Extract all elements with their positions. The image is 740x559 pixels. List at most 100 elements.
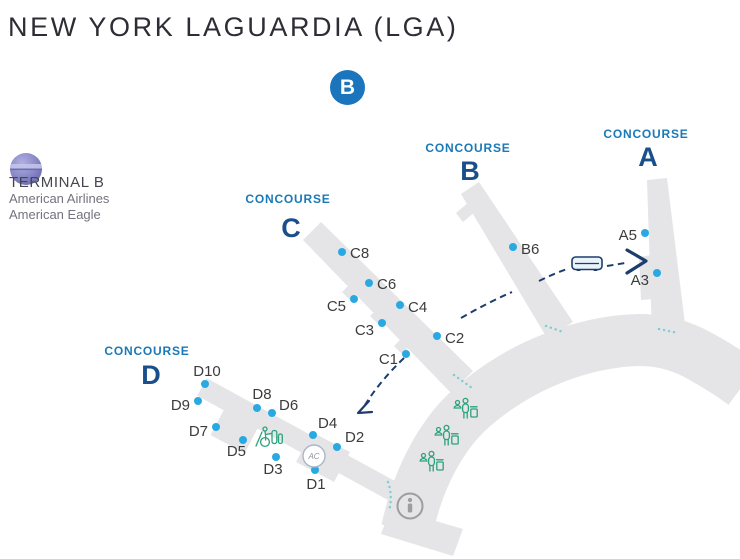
gate-dot <box>509 243 517 251</box>
globe-icon <box>10 153 42 185</box>
gate-label: D2 <box>345 429 364 446</box>
gate-dot <box>239 436 247 444</box>
gate-label: D10 <box>193 363 221 380</box>
concourse-c-word: CONCOURSE <box>245 192 330 206</box>
gate-label: C4 <box>408 299 427 316</box>
gate-label: D5 <box>227 443 246 460</box>
terminal-b-badge-letter: B <box>339 75 356 99</box>
gate-d9: D9 <box>171 397 202 414</box>
gate-a3: A3 <box>631 269 661 289</box>
gate-dot <box>333 443 341 451</box>
gate-c3: C3 <box>355 319 386 339</box>
gate-dot <box>365 279 373 287</box>
gate-dot <box>253 404 261 412</box>
gate-label: C1 <box>379 351 398 368</box>
legend-airline-2: American Eagle <box>9 207 101 222</box>
gate-c4: C4 <box>396 299 427 316</box>
concourse-b-letter: B <box>460 156 480 186</box>
gate-d10: D10 <box>193 363 221 388</box>
concourse-b-word: CONCOURSE <box>425 141 510 155</box>
gate-d1: D1 <box>306 466 326 493</box>
gate-label: C8 <box>350 245 369 262</box>
concourse-a-label: CONCOURSE A <box>603 127 688 172</box>
b-junction-walkway-dots <box>544 324 565 334</box>
gate-d6: D6 <box>268 397 298 417</box>
concourse-d-label: CONCOURSE D <box>104 344 189 390</box>
terminal-b-badge: B <box>330 70 365 105</box>
gate-b6: B6 <box>509 241 539 258</box>
c-junction-walkway-dots <box>452 373 474 390</box>
concourse-b-label: CONCOURSE B <box>425 141 510 186</box>
info-icon <box>396 492 424 520</box>
gate-label: D8 <box>252 386 271 403</box>
gate-dot <box>311 466 319 474</box>
gate-dot <box>641 229 649 237</box>
concourse-c-label: CONCOURSE C <box>245 192 330 243</box>
gate-label: D4 <box>318 415 337 432</box>
page-title: NEW YORK LAGUARDIA (LGA) <box>8 12 459 42</box>
main-terminal-arc <box>381 314 740 556</box>
gate-dot <box>194 397 202 405</box>
gate-label: C2 <box>445 330 464 347</box>
gate-d2: D2 <box>333 429 364 451</box>
gate-label: A3 <box>631 272 649 289</box>
gate-d8: D8 <box>252 386 272 412</box>
admirals-club-icon: AC <box>302 444 326 468</box>
gate-label: C5 <box>327 298 346 315</box>
admirals-club-label: AC <box>307 452 319 461</box>
gate-dot <box>653 269 661 277</box>
transfer-path-to-a <box>460 248 648 319</box>
gate-dot <box>350 295 358 303</box>
concourse-a-pier <box>639 178 686 334</box>
gate-label: D6 <box>279 397 298 414</box>
gate-dot <box>378 319 386 327</box>
terminal-legend: TERMINAL B American Airlines American Ea… <box>9 150 179 223</box>
gate-dot <box>396 301 404 309</box>
gates: C8 C6 C5 C4 C3 C2 C1 B6 A5 A3 D10 D9 D8 … <box>171 227 661 493</box>
gate-label: D1 <box>306 476 325 493</box>
a-junction-walkway-dots <box>657 327 680 335</box>
gate-d7: D7 <box>189 423 220 440</box>
gate-label: C6 <box>377 276 396 293</box>
gate-label: A5 <box>619 227 637 244</box>
gate-label: D7 <box>189 423 208 440</box>
gate-dot <box>201 380 209 388</box>
gate-d4: D4 <box>309 415 337 439</box>
concourse-c-letter: C <box>281 213 301 243</box>
gate-d3: D3 <box>263 453 283 478</box>
transfer-path-to-d <box>356 357 405 415</box>
gate-c8: C8 <box>338 245 369 262</box>
legend-airline-1: American Airlines <box>9 191 110 206</box>
terminal-right-notch <box>711 360 734 381</box>
gate-dot <box>268 409 276 417</box>
terminal-base-extension <box>381 508 463 556</box>
gate-dot <box>433 332 441 340</box>
gate-c5: C5 <box>327 295 358 315</box>
concourse-c-pier <box>303 222 473 393</box>
gate-c1: C1 <box>379 350 410 368</box>
gate-label: B6 <box>521 241 539 258</box>
concourse-a-word: CONCOURSE <box>603 127 688 141</box>
gate-label: D3 <box>263 461 282 478</box>
arrowhead-to-a <box>625 248 648 275</box>
d-junction-walkway-dots <box>386 480 392 513</box>
gate-c6: C6 <box>365 276 396 293</box>
gate-dot <box>272 453 280 461</box>
gate-dot <box>212 423 220 431</box>
concourse-d-word: CONCOURSE <box>104 344 189 358</box>
gate-dot <box>309 431 317 439</box>
gate-dot <box>338 248 346 256</box>
concourse-a-letter: A <box>638 142 658 172</box>
gate-label: D9 <box>171 397 190 414</box>
gate-a5: A5 <box>619 227 649 244</box>
bus-icon <box>571 256 603 271</box>
wheelchair-assist-icon <box>255 426 283 448</box>
concourse-b-pier <box>456 182 573 338</box>
gate-label: C3 <box>355 322 374 339</box>
gate-dot <box>402 350 410 358</box>
gate-d5: D5 <box>227 436 247 460</box>
gate-c2: C2 <box>433 330 464 347</box>
legend-terminal-name: TERMINAL B <box>9 174 105 191</box>
